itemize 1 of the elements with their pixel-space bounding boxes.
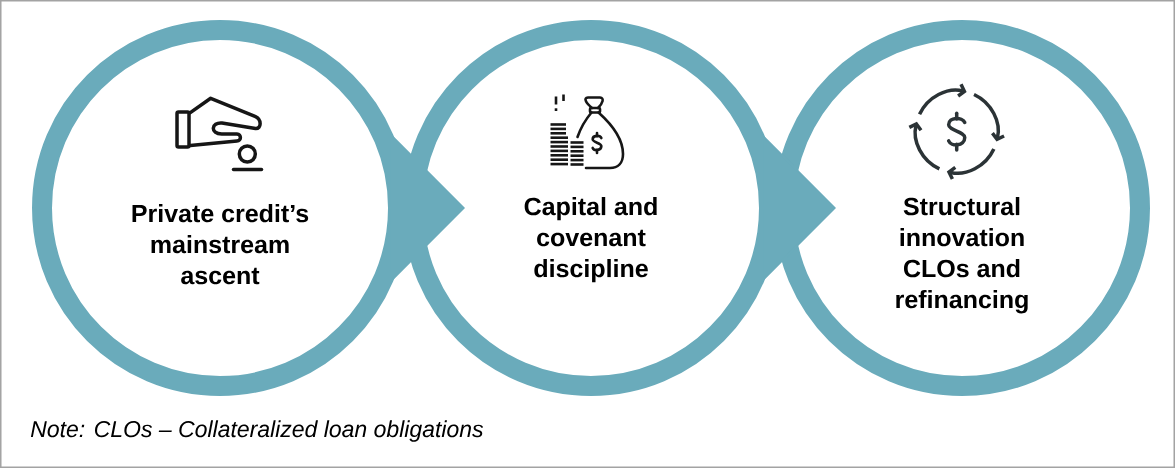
note-text: Note: CLOs – Collateralized loan obligations	[30, 420, 484, 442]
